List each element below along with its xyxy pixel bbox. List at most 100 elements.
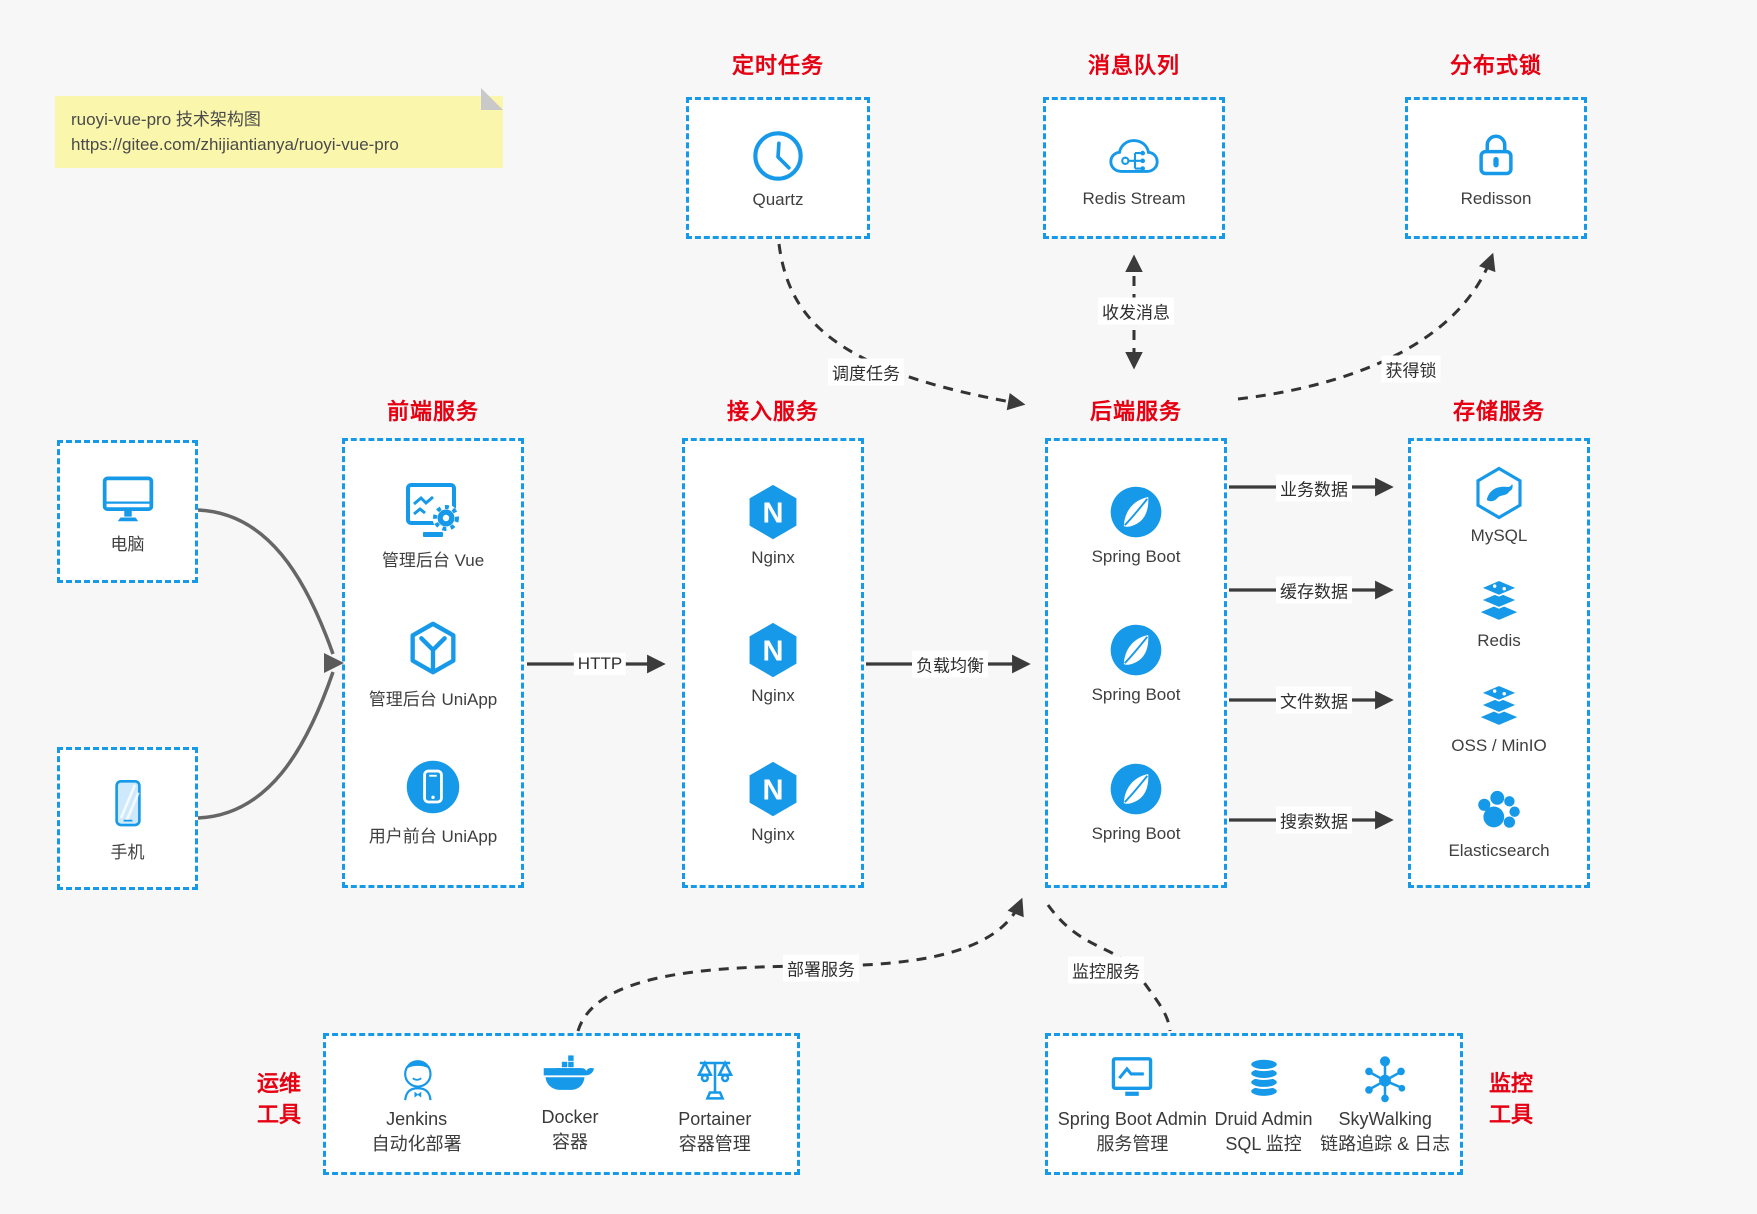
box-storage-services: MySQL Redis OSS / MinIO xyxy=(1408,438,1590,888)
tool-desc: 自动化部署 xyxy=(371,1134,462,1154)
node-label: 电脑 xyxy=(110,534,145,554)
redis-icon xyxy=(1478,579,1520,620)
edge-label-load-balance: 负载均衡 xyxy=(912,650,988,678)
column-title-backend: 后端服务 xyxy=(1089,399,1182,424)
jenkins-icon xyxy=(403,1060,432,1101)
svg-text:N: N xyxy=(763,497,784,529)
user-app-icon xyxy=(406,761,460,814)
backend-item-springboot-1: Spring Boot xyxy=(1091,482,1181,567)
tool-name: Druid Admin xyxy=(1214,1109,1313,1129)
node-label: Nginx xyxy=(751,686,795,706)
box-client-desktop: 电脑 xyxy=(57,440,198,583)
node-label: 用户前台 UniApp xyxy=(368,827,498,847)
monitor-item-spring-boot-admin: Spring Boot Admin 服务管理 xyxy=(1058,1052,1207,1156)
node-label: Quartz xyxy=(752,189,804,209)
storage-item-mysql: MySQL xyxy=(1470,465,1528,546)
gateway-item-nginx-2: N Nginx xyxy=(743,619,803,706)
gateway-item-nginx-3: N Nginx xyxy=(743,758,803,845)
node-label: Nginx xyxy=(751,547,795,567)
note-url: https://gitee.com/zhijiantianya/ruoyi-vu… xyxy=(71,135,399,154)
smartphone-icon xyxy=(114,779,141,826)
node-label: Redisson xyxy=(1460,188,1532,208)
nginx-icon: N xyxy=(749,484,797,540)
ops-item-portainer: Portainer 容器管理 xyxy=(678,1052,751,1156)
tool-name: Spring Boot Admin xyxy=(1057,1109,1207,1129)
tool-name: SkyWalking xyxy=(1338,1109,1432,1129)
node-label: Nginx xyxy=(751,825,795,845)
node-label: Spring Boot xyxy=(1091,546,1181,566)
tool-name: Portainer xyxy=(678,1109,752,1129)
client-merge-arrowhead xyxy=(324,653,344,673)
box-gateway-services: N Nginx N Nginx N Nginx xyxy=(682,438,864,888)
group-title-distributed-lock: 分布式锁 xyxy=(1449,53,1542,78)
node-label: 手机 xyxy=(110,842,145,862)
node-label: Spring Boot xyxy=(1091,685,1181,705)
docker-icon xyxy=(543,1055,594,1090)
edge-label-schedule-task: 调度任务 xyxy=(828,358,904,386)
mysql-icon xyxy=(1476,466,1522,520)
node-label: Elasticsearch xyxy=(1448,841,1550,860)
spring-boot-icon xyxy=(1110,625,1162,676)
box-monitor-tools: Spring Boot Admin 服务管理 Druid Admin SQL 监… xyxy=(1045,1033,1463,1175)
svg-text:N: N xyxy=(763,774,784,806)
backend-item-springboot-3: Spring Boot xyxy=(1091,759,1181,844)
druid-icon xyxy=(1248,1057,1279,1098)
edge-label-cache-data: 缓存数据 xyxy=(1276,576,1352,604)
monitor-item-druid: Druid Admin SQL 监控 xyxy=(1215,1052,1313,1156)
column-title-storage: 存储服务 xyxy=(1452,399,1545,424)
spring-boot-admin-icon xyxy=(1112,1057,1153,1096)
box-redisson: Redisson xyxy=(1405,97,1587,239)
skywalking-icon xyxy=(1365,1056,1406,1103)
ops-label-line2: 工具 xyxy=(256,1102,301,1127)
edge-label-business-data: 业务数据 xyxy=(1276,474,1352,502)
storage-item-oss-minio: OSS / MinIO xyxy=(1451,679,1547,756)
uniapp-cube-icon xyxy=(410,621,456,675)
frontend-item-user-uniapp: 用户前台 UniApp xyxy=(369,757,497,847)
monitor-item-skywalking: SkyWalking 链路追踪 & 日志 xyxy=(1320,1052,1450,1156)
node-label: MySQL xyxy=(1470,526,1528,545)
group-title-message-queue: 消息队列 xyxy=(1087,53,1180,78)
nginx-icon: N xyxy=(749,761,797,817)
sticky-note: ruoyi-vue-pro 技术架构图 https://gitee.com/zh… xyxy=(55,88,503,168)
ops-item-docker: Docker 容器 xyxy=(541,1054,599,1154)
box-backend-services: Spring Boot Spring Boot Spring Boot xyxy=(1045,438,1227,888)
storage-item-elasticsearch: Elasticsearch xyxy=(1448,784,1550,861)
spring-boot-icon xyxy=(1110,486,1162,538)
gateway-item-nginx-1: N Nginx xyxy=(743,481,803,568)
edge-label-send-receive-msg: 收发消息 xyxy=(1098,297,1174,325)
note-fold-corner xyxy=(481,88,503,110)
node-label: Redis Stream xyxy=(1082,188,1186,208)
edge-label-http: HTTP xyxy=(573,653,627,675)
box-quartz: Quartz xyxy=(686,97,870,239)
lock-icon xyxy=(1479,134,1513,175)
portainer-icon xyxy=(696,1060,733,1100)
frontend-item-admin-uniapp: 管理后台 UniApp xyxy=(369,618,497,710)
elasticsearch-icon xyxy=(1478,790,1520,828)
backend-item-springboot-2: Spring Boot xyxy=(1091,620,1181,705)
node-label: 管理后台 UniApp xyxy=(368,689,498,709)
ops-label-line1: 运维 xyxy=(256,1071,301,1096)
group-title-scheduled-tasks: 定时任务 xyxy=(731,53,824,78)
column-title-frontend: 前端服务 xyxy=(386,399,479,424)
edge-label-file-data: 文件数据 xyxy=(1276,686,1352,714)
frontend-item-admin-vue: 管理后台 Vue xyxy=(382,479,484,571)
edge-acquire-lock xyxy=(1237,252,1496,401)
node-label: Spring Boot xyxy=(1091,824,1181,844)
svg-text:N: N xyxy=(763,636,784,668)
edge-label-search-data: 搜索数据 xyxy=(1276,806,1352,834)
edge-label-deploy-service: 部署服务 xyxy=(783,954,859,982)
tool-desc: 服务管理 xyxy=(1096,1134,1169,1154)
column-title-gateway: 接入服务 xyxy=(726,399,819,424)
clock-icon xyxy=(753,130,803,181)
box-redis-stream: Redis Stream xyxy=(1043,97,1225,239)
tool-desc: SQL 监控 xyxy=(1225,1134,1302,1154)
tool-name: Docker xyxy=(541,1107,599,1127)
tool-desc: 容器管理 xyxy=(678,1134,751,1154)
node-label: OSS / MinIO xyxy=(1451,736,1547,755)
tool-desc: 容器 xyxy=(551,1132,588,1152)
storage-item-redis: Redis xyxy=(1471,574,1527,651)
ops-item-jenkins: Jenkins 自动化部署 xyxy=(372,1052,462,1156)
node-label: Redis xyxy=(1477,631,1521,650)
edge-label-monitor-service: 监控服务 xyxy=(1068,956,1144,984)
